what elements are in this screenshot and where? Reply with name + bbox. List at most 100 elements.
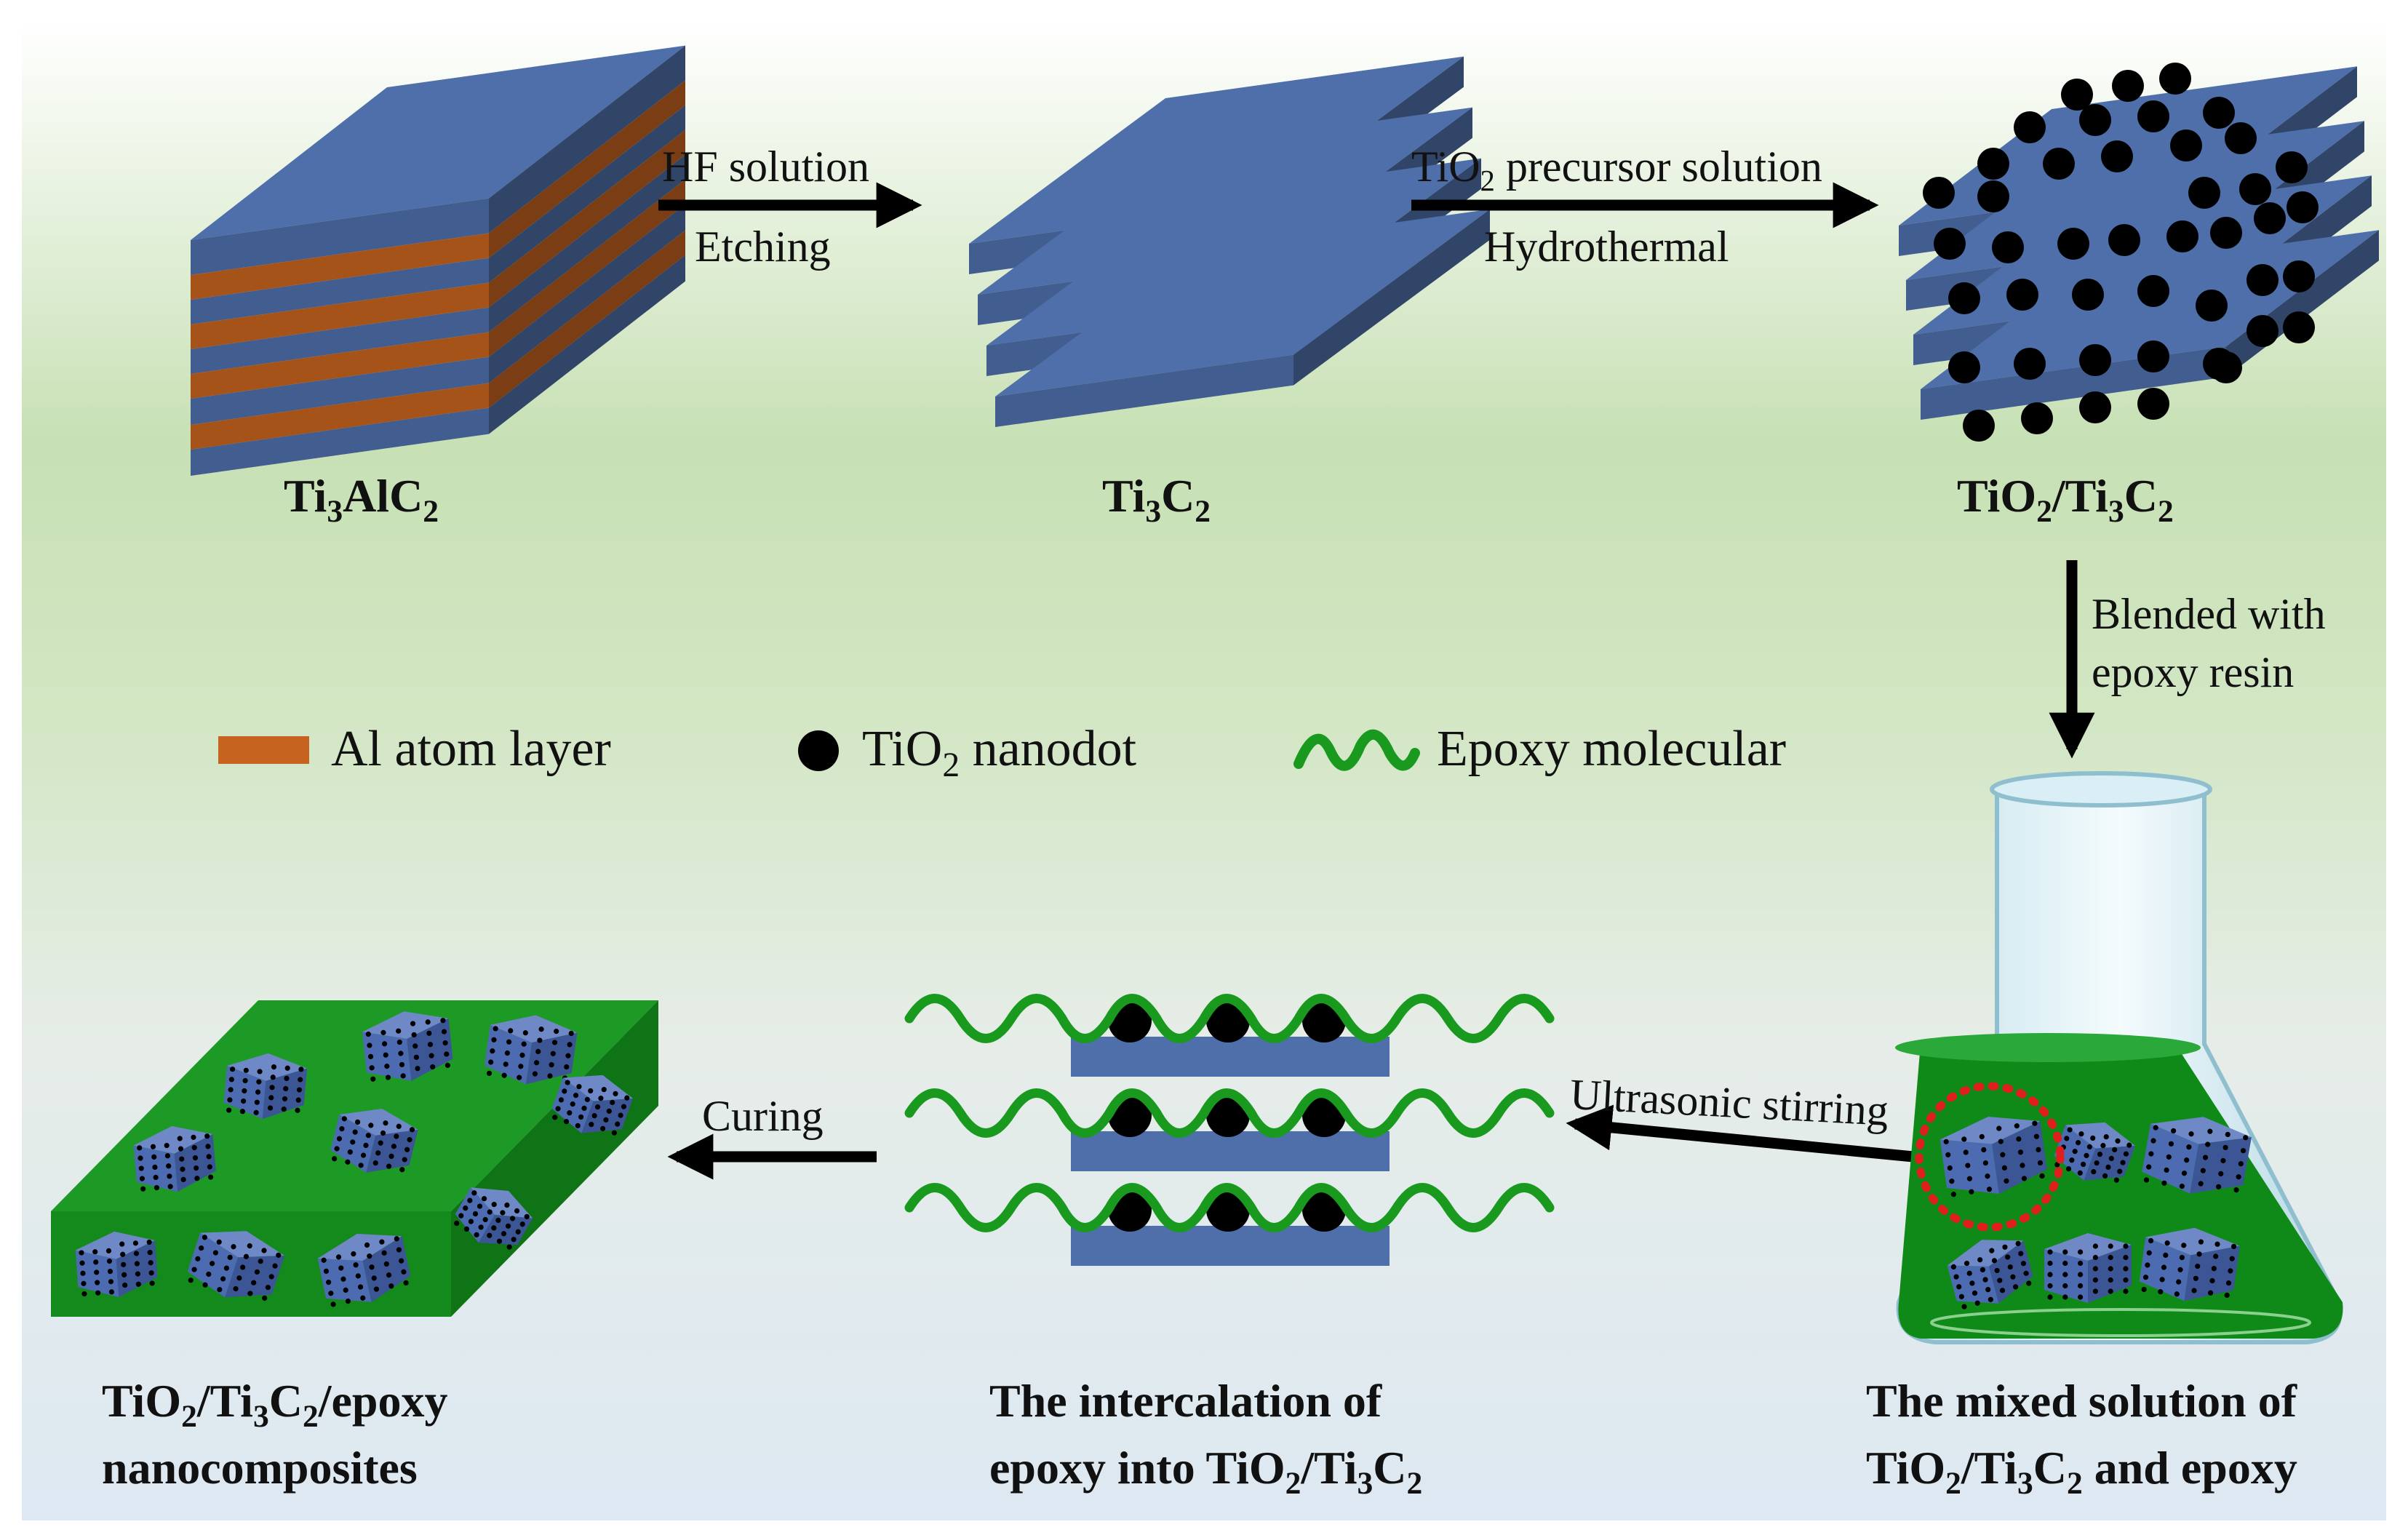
slab-particle-9-dot-9 <box>463 1226 470 1232</box>
flask-particle-3-dot-19 <box>2198 1181 2204 1187</box>
slab-particle-4-dot-22 <box>391 1144 396 1149</box>
slab-particle-3-dot-1 <box>491 1037 497 1042</box>
slab-particle-8-dot-22 <box>383 1261 389 1267</box>
slab-particle-4-dot-24 <box>386 1163 392 1169</box>
flask-particle-5-dot-12 <box>2078 1272 2084 1277</box>
slab-particle-3-dot-13 <box>518 1064 524 1069</box>
slab-particle-4 <box>330 1109 418 1173</box>
slab-particle-2-right <box>407 1018 453 1081</box>
slab-particle-5-dot-19 <box>589 1121 594 1128</box>
flask-particle-3-top <box>2150 1117 2252 1144</box>
slab-particle-4-dot-13 <box>360 1152 367 1158</box>
flask-particle-1-dot-7 <box>1965 1163 1971 1168</box>
flask-particle-1-dot-8 <box>1966 1176 1972 1181</box>
slab-particle-9-dot-21 <box>509 1216 516 1221</box>
slab-particle-0-dot-4 <box>140 1186 146 1192</box>
slab-particle-6-dot-0 <box>79 1250 84 1256</box>
tio2-ti3c2-stack <box>1899 63 2379 442</box>
flask-particle-4-dot-8 <box>1972 1290 1978 1296</box>
slab-particle-2-dot-20 <box>425 1019 431 1025</box>
liquid-surface <box>1895 1033 2201 1062</box>
slab-particle-3-dot-9 <box>501 1072 507 1078</box>
flask-particle-6-dot-11 <box>2179 1254 2185 1261</box>
slab-particle-9-dot-5 <box>481 1196 487 1202</box>
flask-particle-4-dot-22 <box>2007 1264 2013 1270</box>
slab-particle-2-dot-21 <box>426 1030 432 1036</box>
flask-particle-1 <box>1939 1116 2047 1197</box>
slab-particle-3-dot-24 <box>547 1073 553 1079</box>
layer-4-front <box>191 307 489 374</box>
tio2-nanodot-12 <box>1923 177 1955 209</box>
slab-particle-1-dot-4 <box>226 1107 232 1113</box>
slab-particle-4-dot-4 <box>332 1156 338 1162</box>
layer-0-side <box>489 45 685 234</box>
slab-particle-2-dot-2 <box>367 1053 374 1059</box>
flask-particle-1-dot-13 <box>1985 1173 1990 1179</box>
slab-particle-6-dot-1 <box>79 1260 85 1266</box>
layer-7-front <box>191 383 489 450</box>
slab-particle-6-dot-23 <box>135 1271 140 1277</box>
tio2-nanodot-43 <box>2210 351 2242 383</box>
slab-particle-8-dot-14 <box>360 1295 366 1301</box>
flask-particle-5-dot-6 <box>2062 1260 2068 1267</box>
slab-particle-3-dot-17 <box>535 1048 541 1055</box>
tio2-nanodot-0 <box>2061 79 2093 111</box>
slab-particle-3-dot-27 <box>565 1053 571 1058</box>
slab-particle-3-right <box>525 1032 578 1085</box>
flask-particle-6-dot-26 <box>2229 1256 2235 1261</box>
slab-particle-2-dot-16 <box>411 1032 417 1038</box>
flask-particle-1-dot-0 <box>1943 1139 1949 1144</box>
slab-particle-0 <box>133 1125 216 1192</box>
slab-particle-1-dot-13 <box>254 1099 260 1105</box>
flask-particle-2-dot-27 <box>2120 1160 2126 1165</box>
slab-particle-6-dot-8 <box>95 1280 100 1285</box>
tio2-nanodot-35 <box>2137 340 2169 372</box>
flask-particle-6-dot-5 <box>2164 1240 2170 1246</box>
slab-particle-5-dot-24 <box>599 1125 606 1131</box>
flask-particle-6-dot-20 <box>2214 1241 2220 1247</box>
slab-particle-4-dot-14 <box>358 1163 364 1168</box>
slab-particle-0-dot-7 <box>152 1164 158 1171</box>
flask-particle-4-dot-16 <box>1991 1258 1998 1264</box>
black-dot-icon <box>798 730 839 771</box>
flask-particle-5-dot-29 <box>2123 1288 2129 1294</box>
slab-particle-5-dot-23 <box>603 1117 609 1123</box>
slab-particle-5-dot-21 <box>610 1099 615 1105</box>
flask-particle-4-right <box>1988 1240 2033 1304</box>
flask-particle-2-dot-23 <box>2105 1164 2111 1171</box>
slab-particle-5-dot-28 <box>615 1121 621 1127</box>
flask-particle-4-dot-1 <box>1953 1274 1959 1280</box>
flask-particle-5-dot-27 <box>2123 1266 2129 1272</box>
slab-particle-3-dot-22 <box>550 1050 556 1056</box>
slab-particle-0-dot-5 <box>150 1144 156 1149</box>
slab-particle-8-dot-16 <box>367 1253 372 1259</box>
flask-particle-2-dot-4 <box>2054 1162 2060 1168</box>
tio2-nanodot-30 <box>2246 264 2279 296</box>
slab-particle-7-dot-20 <box>261 1248 267 1253</box>
tio2-nanodot-26 <box>2006 279 2038 311</box>
flask-particle-4-dot-7 <box>1969 1280 1975 1286</box>
slab-particle-2-dot-14 <box>400 1073 406 1079</box>
slab-particle-5-dot-12 <box>581 1105 587 1112</box>
flask-particle-5-dot-8 <box>2062 1283 2068 1289</box>
flask-particle-5-dot-23 <box>2108 1277 2113 1283</box>
slab-particle-1-dot-27 <box>296 1087 303 1093</box>
slab-particle-9-dot-17 <box>495 1217 501 1224</box>
layer-1-front <box>191 233 489 300</box>
flask-particle-3-dot-15 <box>2207 1128 2213 1134</box>
slab-particle-8-dot-18 <box>371 1275 377 1281</box>
slab-particle-6-dot-27 <box>148 1260 154 1266</box>
slab-particle-8-dot-2 <box>326 1279 332 1285</box>
slab-particle-4-dot-5 <box>354 1119 361 1125</box>
flask-particle-4-dot-0 <box>1950 1264 1956 1270</box>
flask-particle-3-dot-11 <box>2186 1144 2192 1150</box>
slab-particle-1-dot-2 <box>228 1087 234 1093</box>
slab-particle-8-dot-4 <box>330 1301 336 1307</box>
flask-particle-2-dot-20 <box>2115 1138 2121 1144</box>
slab-particle-2-dot-10 <box>396 1028 402 1034</box>
slab-particle-6-dot-13 <box>108 1279 114 1285</box>
slab-particle-3-dot-2 <box>490 1048 495 1054</box>
tio2-nanodot-10 <box>2170 129 2202 162</box>
flask-particle-3-dot-20 <box>2225 1131 2230 1138</box>
flask-particle-1-dot-11 <box>1981 1147 1987 1153</box>
